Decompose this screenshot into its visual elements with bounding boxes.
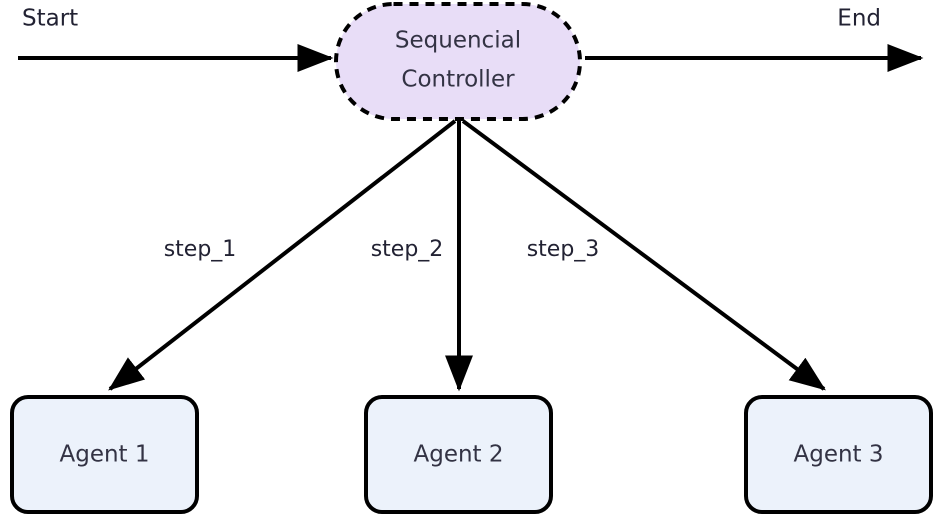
edge-step-3 — [461, 119, 826, 391]
edge-step-1-line — [108, 119, 457, 391]
node-agent-1[interactable]: Agent 1 — [10, 395, 199, 514]
controller-label-line-1: Sequencial — [395, 28, 521, 54]
agent-1-label: Agent 1 — [59, 442, 149, 468]
agent-1-shape — [10, 395, 199, 514]
edge-step-2-label: step_2 — [371, 237, 444, 262]
agent-2-label: Agent 2 — [413, 442, 503, 468]
agent-3-label: Agent 3 — [793, 442, 883, 468]
agent-2-shape — [364, 395, 553, 514]
end-label: End — [837, 6, 881, 32]
start-label: Start — [22, 6, 78, 32]
node-sequencial-controller[interactable]: Sequencial Controller — [334, 2, 582, 121]
edge-step-1-label: step_1 — [164, 237, 237, 262]
agent-3-shape — [744, 395, 933, 514]
edge-step-3-line — [461, 119, 826, 391]
edge-step-1 — [108, 119, 457, 391]
controller-label-line-2: Controller — [401, 67, 515, 93]
edge-step-3-label: step_3 — [527, 237, 600, 262]
node-agent-3[interactable]: Agent 3 — [744, 395, 933, 514]
controller-shape — [334, 2, 582, 121]
node-agent-2[interactable]: Agent 2 — [364, 395, 553, 514]
